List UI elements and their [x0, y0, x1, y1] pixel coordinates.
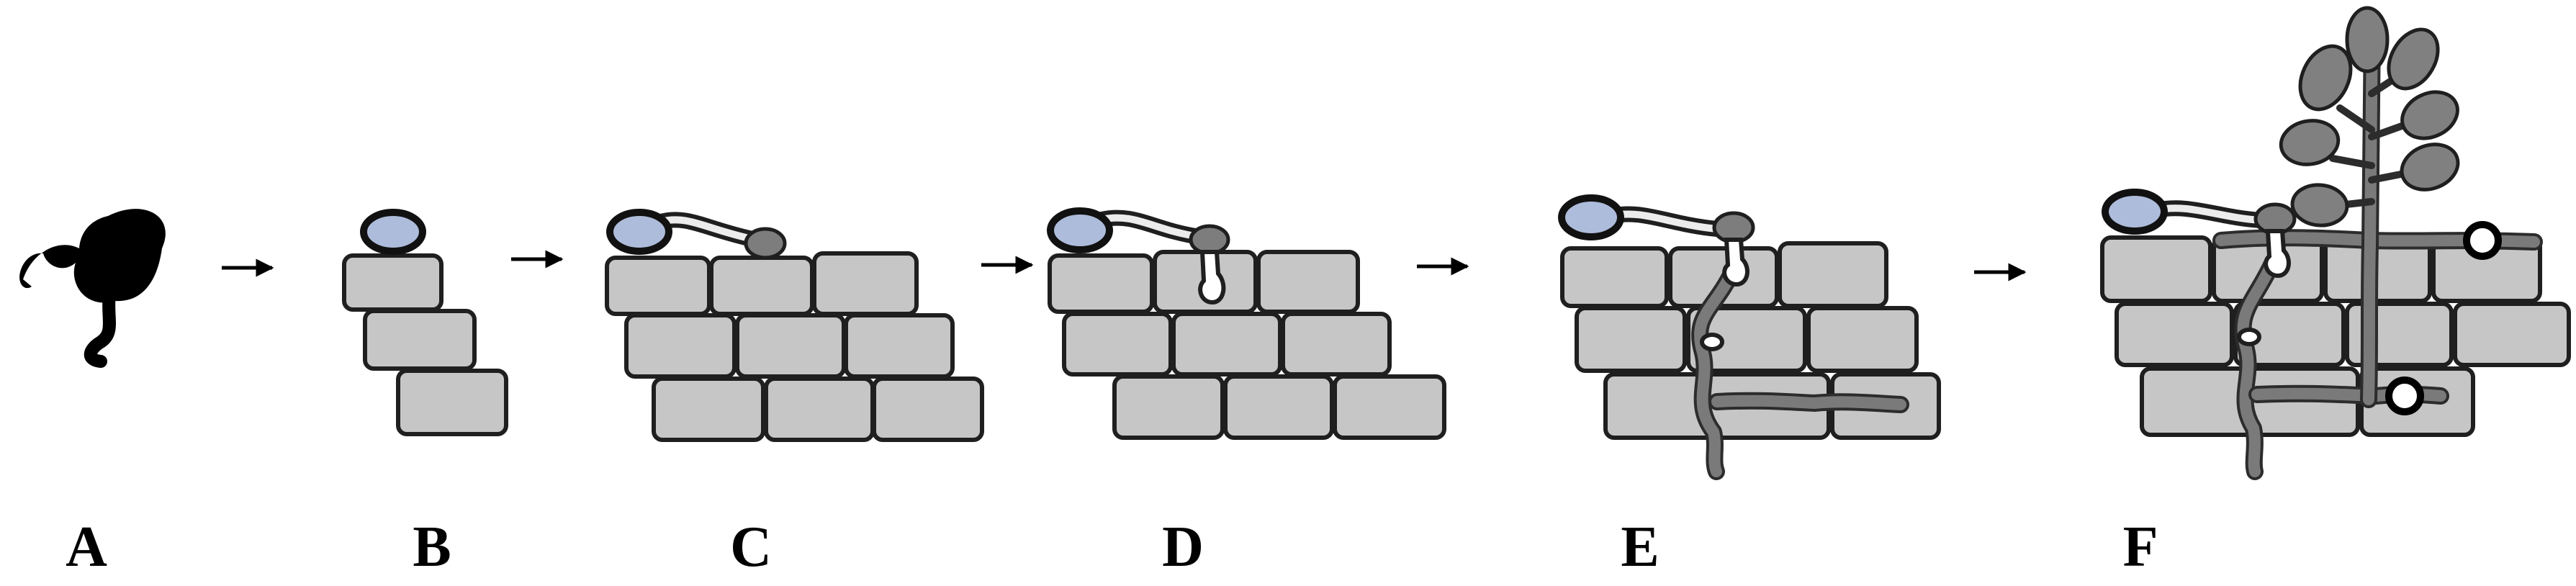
panel-label-c: C	[730, 515, 772, 579]
panel-b-cells	[342, 209, 508, 436]
panel-d-cells	[1047, 207, 1446, 440]
panel-a-spore-silhouette	[19, 209, 166, 368]
panel-label-b: B	[413, 515, 451, 579]
conidium	[2387, 27, 2440, 91]
appressorium	[744, 227, 787, 260]
appressorium	[1189, 224, 1230, 256]
panel-e-cells	[1558, 194, 1941, 480]
arrows	[222, 250, 2027, 281]
conidium	[2400, 90, 2459, 140]
conidium	[2400, 143, 2460, 191]
panel-f-cells	[2100, 6, 2571, 480]
spore	[2102, 189, 2168, 235]
conidium	[2290, 183, 2349, 227]
ring-structure	[2385, 377, 2424, 415]
panel-label-d: D	[1162, 515, 1204, 579]
ring-structure	[2463, 221, 2502, 260]
spore	[606, 209, 672, 255]
panel-label-f: F	[2122, 515, 2158, 579]
panel-c-cells	[605, 209, 984, 442]
panel-label-e: E	[1621, 515, 1659, 579]
panel-label-a: A	[66, 515, 107, 579]
conidium	[2298, 44, 2353, 112]
spore	[1047, 207, 1113, 253]
spore	[360, 209, 426, 255]
conidium	[2345, 6, 2390, 73]
spore	[1558, 194, 1624, 240]
conidium	[2279, 119, 2341, 166]
